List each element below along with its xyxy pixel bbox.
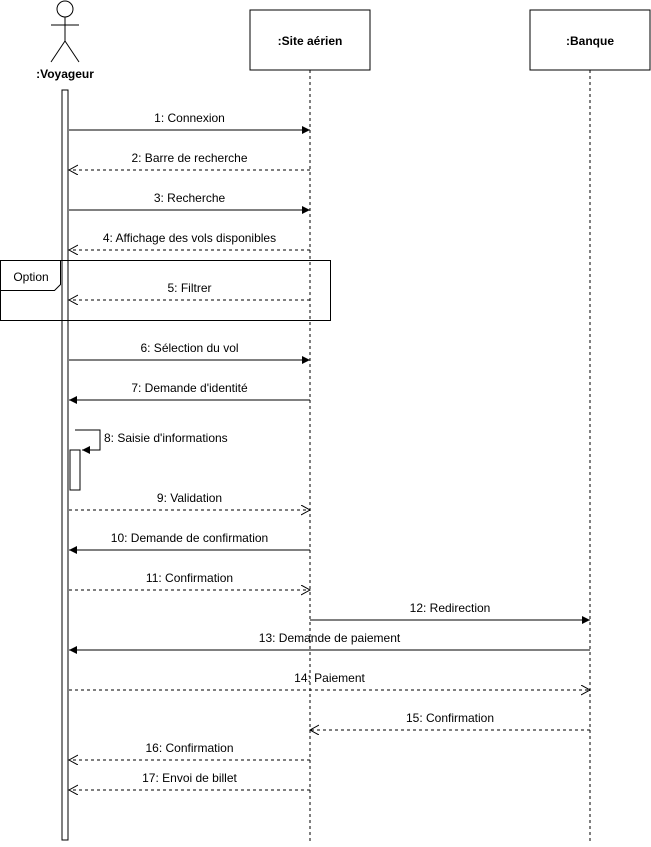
message-6: 6: Sélection du vol (69, 341, 310, 364)
message-8: 8: Saisie d'informations (69, 429, 228, 491)
message-13: 13: Demande de paiement (69, 631, 590, 654)
participants-layer: :Voyageur :Site aérien :Banque (36, 0, 651, 842)
message-label: 12: Redirection (410, 601, 491, 615)
message-2: 2: Barre de recherche (69, 151, 310, 170)
fragment-layer: Option (0, 260, 331, 321)
message-14: 14: Paiement (69, 671, 590, 690)
actor-figure-icon (50, 0, 80, 63)
fragment-label: Option (13, 270, 48, 284)
message-9: 9: Validation (69, 491, 310, 510)
message-label: 15: Confirmation (406, 711, 494, 725)
message-label: 16: Confirmation (145, 741, 233, 755)
message-10: 10: Demande de confirmation (69, 531, 310, 554)
activation-bar (61, 89, 69, 841)
message-label: 2: Barre de recherche (131, 151, 247, 165)
participant-label: :Site aérien (278, 34, 343, 48)
message-label: 8: Saisie d'informations (104, 431, 228, 445)
participant-label: :Banque (566, 34, 614, 48)
message-arrow (75, 429, 101, 454)
fragment-tab (0, 260, 61, 291)
message-4: 4: Affichage des vols disponibles (69, 231, 310, 250)
message-15: 15: Confirmation (310, 711, 590, 730)
message-label: 5: Filtrer (167, 281, 211, 295)
message-3: 3: Recherche (69, 191, 310, 214)
message-7: 7: Demande d'identité (69, 381, 310, 404)
option-fragment: Option (0, 260, 331, 321)
participant-site: :Site aérien (249, 9, 371, 842)
message-label: 4: Affichage des vols disponibles (103, 231, 276, 245)
message-label: 10: Demande de confirmation (111, 531, 268, 545)
participant-voyageur: :Voyageur (36, 0, 94, 841)
messages-layer: 1: Connexion 2: Barre de recherche 3: Rech… (69, 111, 590, 790)
message-label: 11: Confirmation (146, 571, 233, 585)
message-16: 16: Confirmation (69, 741, 310, 760)
message-label: 13: Demande de paiement (259, 631, 401, 645)
participant-label: :Voyageur (36, 67, 94, 81)
message-1: 1: Connexion (69, 111, 310, 134)
message-17: 17: Envoi de billet (69, 771, 310, 790)
self-activation-box (69, 449, 81, 491)
message-11: 11: Confirmation (69, 571, 310, 590)
message-label: 9: Validation (157, 491, 222, 505)
participant-box (249, 9, 371, 71)
message-label: 7: Demande d'identité (131, 381, 248, 395)
message-label: 6: Sélection du vol (140, 341, 238, 355)
message-label: 17: Envoi de billet (142, 771, 237, 785)
message-12: 12: Redirection (310, 601, 590, 624)
message-label: 14: Paiement (294, 671, 365, 685)
message-label: 1: Connexion (154, 111, 225, 125)
message-5: 5: Filtrer (69, 281, 310, 300)
message-label: 3: Recherche (154, 191, 226, 205)
participant-banque: :Banque (529, 9, 651, 842)
participant-box (529, 9, 651, 71)
